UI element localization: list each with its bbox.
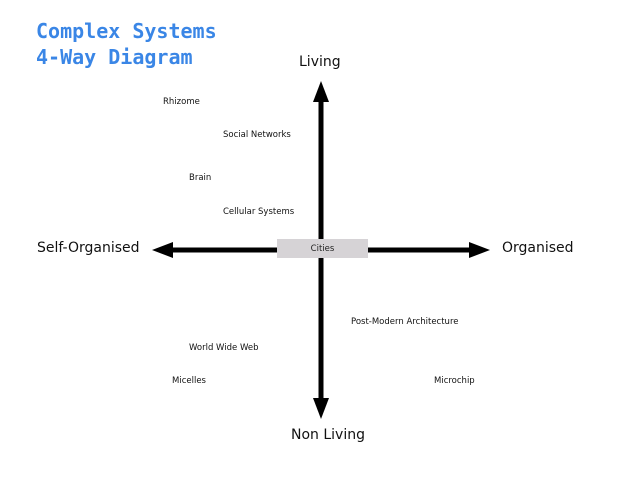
arrow-right xyxy=(469,242,490,258)
axis-label-bottom: Non Living xyxy=(291,427,365,443)
item-social-networks: Social Networks xyxy=(223,130,291,140)
center-node: Cities xyxy=(277,239,368,258)
diagram-title: Complex Systems 4-Way Diagram xyxy=(36,18,217,70)
title-line-2: 4-Way Diagram xyxy=(36,45,193,69)
axis-label-right: Organised xyxy=(502,240,574,256)
item-world-wide-web: World Wide Web xyxy=(189,343,259,353)
item-microchip: Microchip xyxy=(434,376,475,386)
axis-label-top: Living xyxy=(299,54,341,70)
arrow-up xyxy=(313,81,329,102)
item-brain: Brain xyxy=(189,173,212,183)
item-cellular-systems: Cellular Systems xyxy=(223,207,295,217)
center-label: Cities xyxy=(310,243,335,254)
axis-label-left: Self-Organised xyxy=(37,240,140,256)
title-line-1: Complex Systems xyxy=(36,19,217,43)
item-micelles: Micelles xyxy=(172,376,206,386)
item-post-modern-architecture: Post-Modern Architecture xyxy=(351,317,459,327)
arrow-down xyxy=(313,398,329,419)
item-rhizome: Rhizome xyxy=(163,97,200,107)
arrow-left xyxy=(152,242,173,258)
